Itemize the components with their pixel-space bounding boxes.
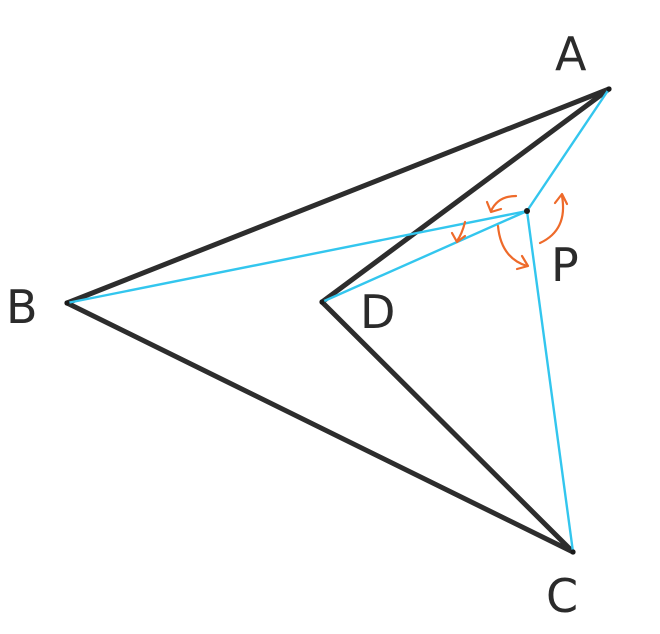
- angle-arc-upper-left: [489, 194, 518, 213]
- segment-pc: [525, 209, 575, 554]
- vertex-c-dot: [570, 549, 576, 555]
- edge-cd: [319, 299, 576, 555]
- vertices: [64, 86, 612, 555]
- angle-arc-lower: [496, 224, 529, 268]
- label-a: A: [555, 27, 587, 81]
- segment-pb: [65, 209, 529, 305]
- arrowhead-inner: [450, 231, 467, 244]
- angle-marks: [450, 192, 569, 271]
- label-p: P: [551, 238, 579, 292]
- vertex-b-dot: [64, 300, 70, 306]
- angle-arc-right: [538, 194, 565, 245]
- angle-arc-inner: [455, 220, 467, 243]
- arrowhead-lower: [515, 254, 530, 271]
- edge-bc: [64, 300, 576, 555]
- arrowhead-right: [553, 192, 569, 206]
- label-b: B: [6, 280, 38, 334]
- label-d: D: [360, 285, 395, 339]
- label-c: C: [546, 569, 578, 623]
- labels: A B C D P: [6, 27, 587, 623]
- edge-da: [319, 86, 612, 305]
- point-p-dot: [524, 208, 530, 214]
- edge-ab: [64, 86, 612, 306]
- segments-from-p: [65, 87, 611, 554]
- quadrilateral-abcd: [64, 86, 612, 555]
- vertex-a-dot: [606, 86, 612, 92]
- segment-pa: [525, 87, 611, 213]
- vertex-d-dot: [319, 299, 325, 305]
- segment-pd: [320, 209, 529, 304]
- arrowhead-upper-left: [485, 200, 503, 214]
